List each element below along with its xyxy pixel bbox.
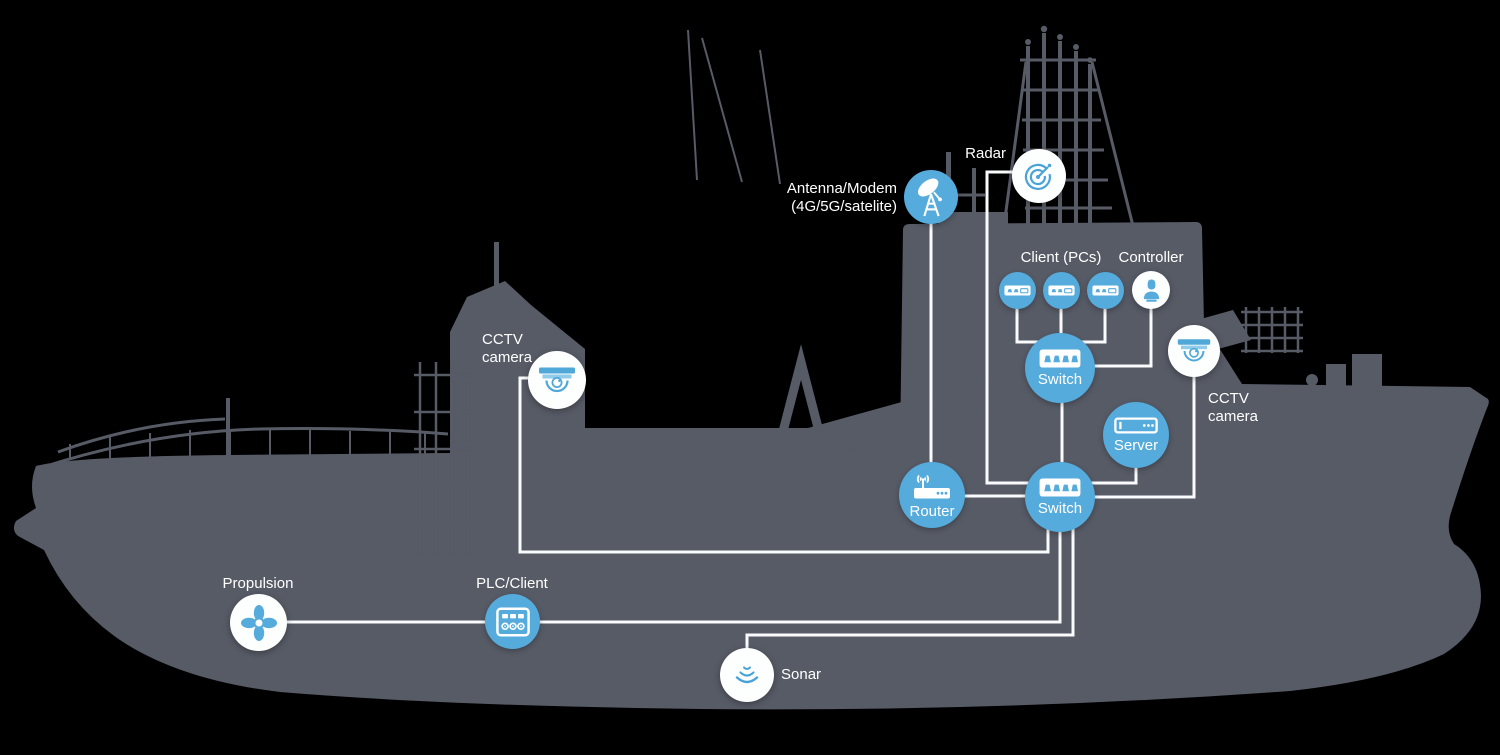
- pc-icon: [1048, 285, 1075, 296]
- node-radar: [1012, 149, 1066, 203]
- sonar-waves-icon: [735, 666, 759, 684]
- node-server: Server: [1103, 402, 1169, 468]
- radar-label: Radar: [965, 145, 1006, 162]
- propulsion-label: Propulsion: [222, 575, 294, 592]
- link-cctv-right-switch-bottom: [1058, 349, 1196, 499]
- node-switch-top: Switch: [1025, 333, 1095, 403]
- node-switch-bottom: Switch: [1025, 462, 1095, 532]
- plc-client-label: PLC/Client: [476, 575, 548, 592]
- switch-icon: [1039, 478, 1081, 497]
- antenna-modem-label-line2: (4G/5G/satelite): [791, 198, 897, 216]
- antenna-modem-label-line1: Antenna/Modem: [786, 180, 897, 197]
- node-propulsion: [230, 594, 287, 651]
- pc-icon: [1092, 285, 1119, 296]
- node-client-3: [1087, 272, 1124, 309]
- link-sonar-switch-bottom: [745, 495, 1075, 677]
- link-radar-switch-bottom: [985, 170, 1062, 485]
- server-icon: [1114, 417, 1158, 434]
- controller-label: Controller: [1118, 249, 1184, 266]
- cctv-camera-right-label: CCTV camera: [1208, 390, 1259, 426]
- dome-camera-icon: [1177, 339, 1211, 362]
- switch-bottom-text: Switch: [1037, 500, 1083, 517]
- node-antenna-modem: [904, 170, 958, 224]
- node-controller: [1132, 271, 1170, 309]
- switch-icon: [1039, 349, 1081, 368]
- person-icon: [1143, 278, 1159, 302]
- satellite-dish-icon: [917, 178, 942, 217]
- switch-top-text: Switch: [1037, 371, 1083, 388]
- dome-camera-icon: [539, 367, 575, 392]
- propeller-fan-icon: [240, 604, 277, 641]
- node-sonar: [720, 648, 774, 702]
- pc-icon: [1004, 285, 1031, 296]
- radar-icon: [1024, 163, 1052, 190]
- cctv-camera-left-label: CCTV camera: [482, 331, 533, 367]
- node-router: Router: [899, 462, 965, 528]
- router-icon: [914, 474, 950, 498]
- sonar-label: Sonar: [781, 666, 822, 683]
- router-text: Router: [909, 502, 955, 520]
- node-cctv-camera-left: [528, 351, 586, 409]
- clients-label: Client (PCs): [1020, 249, 1102, 266]
- node-plc-client: [485, 594, 540, 649]
- node-client-2: [1043, 272, 1080, 309]
- antenna-modem-label: Antenna/Modem (4G/5G/satelite): [757, 180, 897, 217]
- server-text: Server: [1113, 437, 1159, 454]
- node-cctv-camera-right: [1168, 325, 1220, 377]
- link-cctv-left-switch-bottom: [518, 376, 1050, 554]
- plc-panel-icon: [495, 607, 530, 636]
- node-client-1: [999, 272, 1036, 309]
